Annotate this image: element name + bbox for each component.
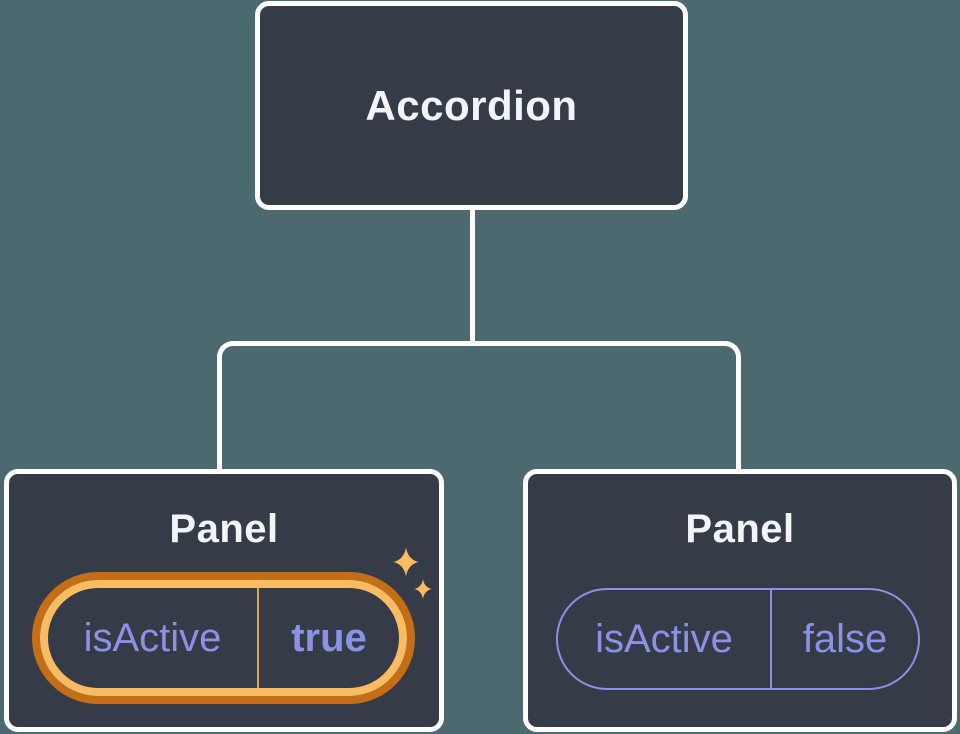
- panel-label: Panel: [169, 507, 279, 551]
- connector-branch: [217, 341, 741, 469]
- state-pill-inactive: isActive false: [556, 588, 920, 690]
- state-value: false: [802, 616, 888, 661]
- state-value: true: [291, 615, 367, 660]
- panel-label: Panel: [685, 507, 795, 551]
- pill-divider: [770, 590, 772, 688]
- pill-divider: [257, 588, 259, 688]
- active-highlight-ring-inner: isActive true: [40, 580, 407, 696]
- panel-node-active: Panel isActive true: [4, 469, 444, 732]
- connector-stem: [470, 208, 475, 344]
- active-highlight-ring-outer: isActive true: [32, 572, 415, 704]
- panel-node-inactive: Panel isActive false: [523, 469, 957, 732]
- state-pill-active: isActive true: [48, 588, 399, 688]
- state-key: isActive: [595, 616, 733, 661]
- accordion-node: Accordion: [255, 1, 688, 210]
- accordion-label: Accordion: [365, 81, 578, 129]
- state-key: isActive: [83, 615, 222, 660]
- sparkles-icon: [393, 547, 432, 599]
